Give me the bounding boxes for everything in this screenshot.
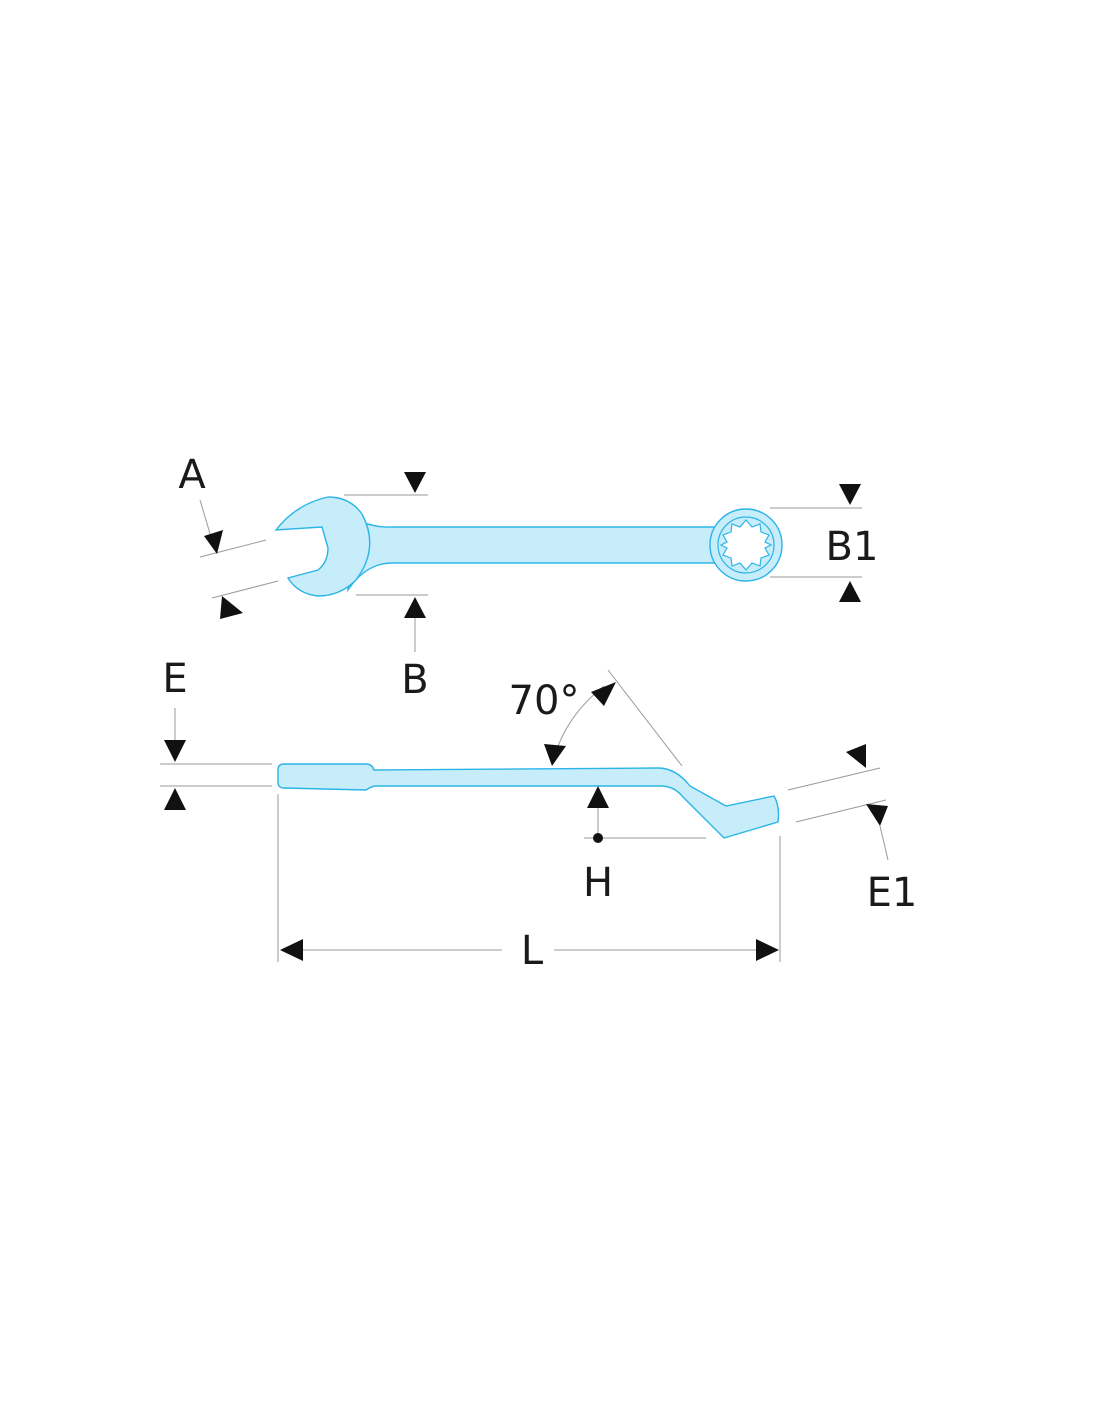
label-b1: B1	[826, 524, 879, 570]
angle-arrow-lower	[544, 744, 566, 766]
label-e: E	[162, 656, 187, 702]
dimension-l-arrow-right	[756, 939, 779, 961]
dimension-b-arrow-bottom	[404, 597, 426, 618]
label-a: A	[178, 452, 206, 498]
wrench-open-end	[274, 496, 371, 597]
wrench-shank-side	[277, 763, 780, 839]
dimension-l: L	[277, 794, 781, 974]
dimension-b-arrow-top	[404, 472, 426, 493]
label-h: H	[583, 860, 613, 906]
dimension-h: H	[583, 786, 706, 906]
dimension-h-point	[593, 833, 603, 843]
dimension-b1-arrow-bottom	[839, 581, 861, 602]
wrench-ring-inner-rim	[717, 516, 775, 574]
label-b: B	[401, 657, 428, 703]
label-l: L	[521, 928, 544, 974]
wrench-side-view	[277, 763, 780, 839]
dimension-l-arrow-left	[280, 939, 303, 961]
dimension-a-arrow-top	[204, 530, 223, 554]
dimension-a-arrow-bottom	[220, 596, 243, 619]
dimension-b: B	[344, 472, 429, 703]
dimension-e1-arrow-bottom	[866, 804, 888, 826]
label-angle: 70°	[509, 678, 580, 724]
dimension-h-arrow	[587, 786, 609, 808]
dimension-a: A	[178, 452, 279, 619]
wrench-top-view	[274, 496, 783, 597]
dimension-e-arrow-bottom	[164, 788, 186, 810]
wrench-handle-top	[347, 513, 735, 593]
dimension-b1-arrow-top	[839, 484, 861, 505]
dimension-angle: 70°	[509, 669, 683, 767]
dimension-e1-arrow-top	[846, 744, 866, 768]
dimension-e-arrow-top	[164, 740, 186, 762]
angle-arrow-upper	[591, 682, 616, 706]
dimension-e: E	[160, 656, 272, 810]
wrench-ring-12-point-bore	[719, 519, 773, 571]
dimension-e1: E1	[787, 744, 918, 916]
dimension-b1: B1	[770, 484, 878, 602]
label-e1: E1	[867, 870, 918, 916]
